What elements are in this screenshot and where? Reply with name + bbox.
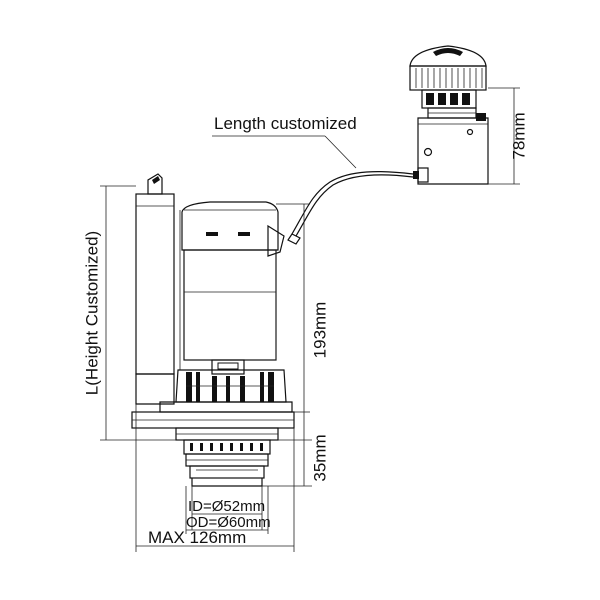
flush-valve-body: [131, 173, 295, 487]
dimension-78mm: 78mm: [488, 87, 529, 185]
height-label: L(Height Customized): [83, 231, 102, 395]
dimension-max-width: MAX 126mm: [135, 404, 295, 552]
dimension-35mm: 35mm: [262, 434, 330, 487]
od-label: OD=Ø60mm: [186, 514, 271, 531]
dim-78-label: 78mm: [510, 112, 529, 159]
dim-193-label: 193mm: [311, 302, 330, 359]
dim-35-label: 35mm: [311, 434, 330, 481]
id-label: ID=Ø52mm: [188, 498, 265, 515]
push-button-assembly: [409, 45, 489, 185]
max-width-label: MAX 126mm: [148, 528, 246, 547]
length-label: Length customized: [214, 114, 357, 133]
dimension-diameters: ID=Ø52mm OD=Ø60mm: [185, 486, 271, 534]
cable: [212, 135, 414, 245]
dimension-height: L(Height Customized): [83, 185, 176, 441]
dimension-193mm: 193mm: [276, 203, 330, 441]
